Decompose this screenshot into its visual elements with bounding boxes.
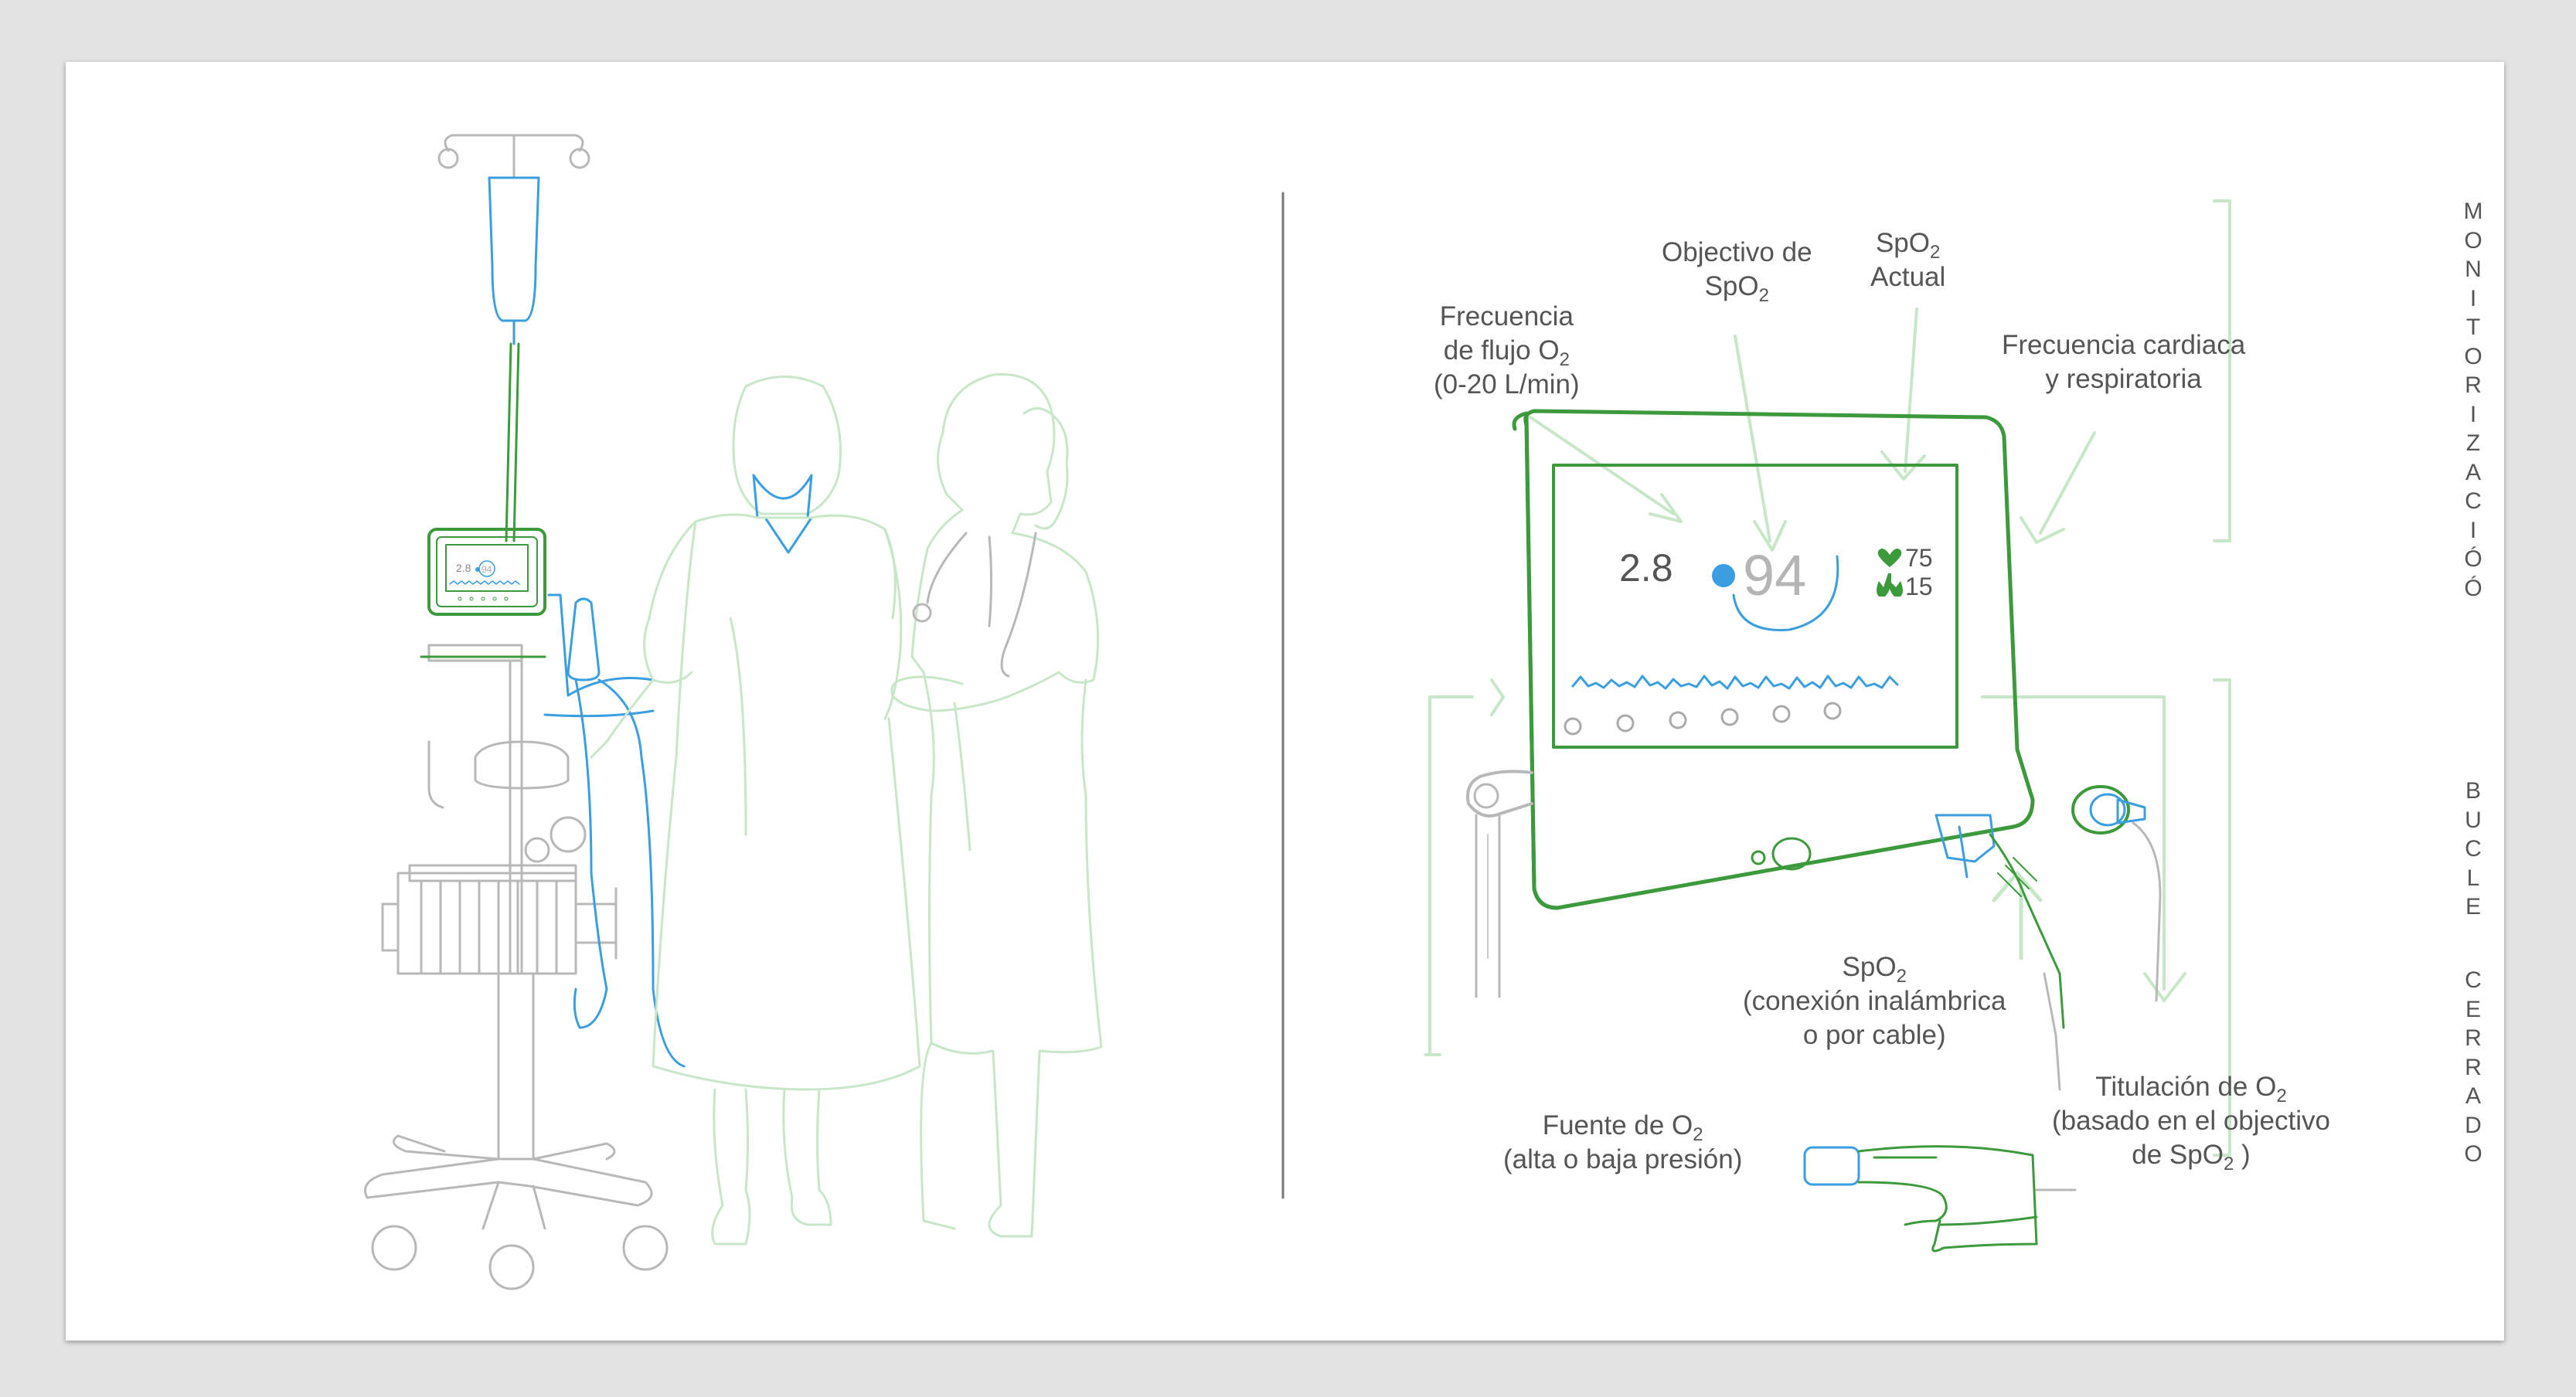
target-dot <box>1712 564 1735 587</box>
monitor-resp-rate: 15 <box>1905 573 1933 600</box>
spo2-ring <box>1732 555 1839 631</box>
monitoring-vertical-label: M O N I T O R I Z A C I Ó Ó <box>2463 199 2483 601</box>
mini-flow-value: 2.8 <box>456 562 471 574</box>
heart-resp-label: Frecuencia cardiaca y respiratoria <box>2002 330 2246 394</box>
iv-pole <box>505 342 520 542</box>
iv-bag <box>488 176 540 322</box>
lungs-icon <box>1877 573 1903 597</box>
small-monitor: 2.8 94 <box>427 528 546 616</box>
waveform <box>1571 675 1899 690</box>
closed-loop-lines <box>1424 199 2231 1157</box>
monitor-diagram: 2.8 94 75 15 <box>1424 199 2231 1253</box>
current-spo2-label: SpO2 Actual <box>1870 228 1946 292</box>
pole-base <box>364 1134 669 1290</box>
closed-loop-vertical-label: B U C L E <box>2465 778 2482 919</box>
monitor-spo2-value: 94 <box>1743 543 1806 607</box>
monitor-flow-value: 2.8 <box>1619 546 1673 590</box>
mini-spo2-value: 94 <box>482 564 492 575</box>
large-monitor <box>1466 409 2162 1091</box>
heart-icon <box>1877 549 1902 567</box>
o2-source-label: Fuente de O2 (alta o baja presión) <box>1503 1110 1743 1174</box>
basket <box>381 864 618 975</box>
target-spo2-label: Objectivo de SpO2 <box>1662 237 1812 306</box>
flow-rate-label: Frecuencia de flujo O2 (0-20 L/min) <box>1434 301 1580 399</box>
closed-loop-vertical-label-2: C E R R A D O <box>2464 967 2482 1167</box>
spo2-connection-label: SpO2 (conexión inalámbrica o por cable) <box>1743 952 2006 1050</box>
o2-titration-label: Titulación de O2 (basado en el objectivo… <box>2052 1072 2330 1174</box>
monitor-heart-rate: 75 <box>1905 544 1933 572</box>
diagram-artwork: 2.8 94 <box>364 134 2231 1290</box>
finger-sensor <box>1803 1145 2077 1253</box>
nurse-figure <box>890 373 1103 1238</box>
diagram-card: 2.8 94 <box>66 62 2504 1341</box>
patient-figure <box>590 376 921 1246</box>
iv-pole-scene: 2.8 94 <box>364 134 1285 1290</box>
